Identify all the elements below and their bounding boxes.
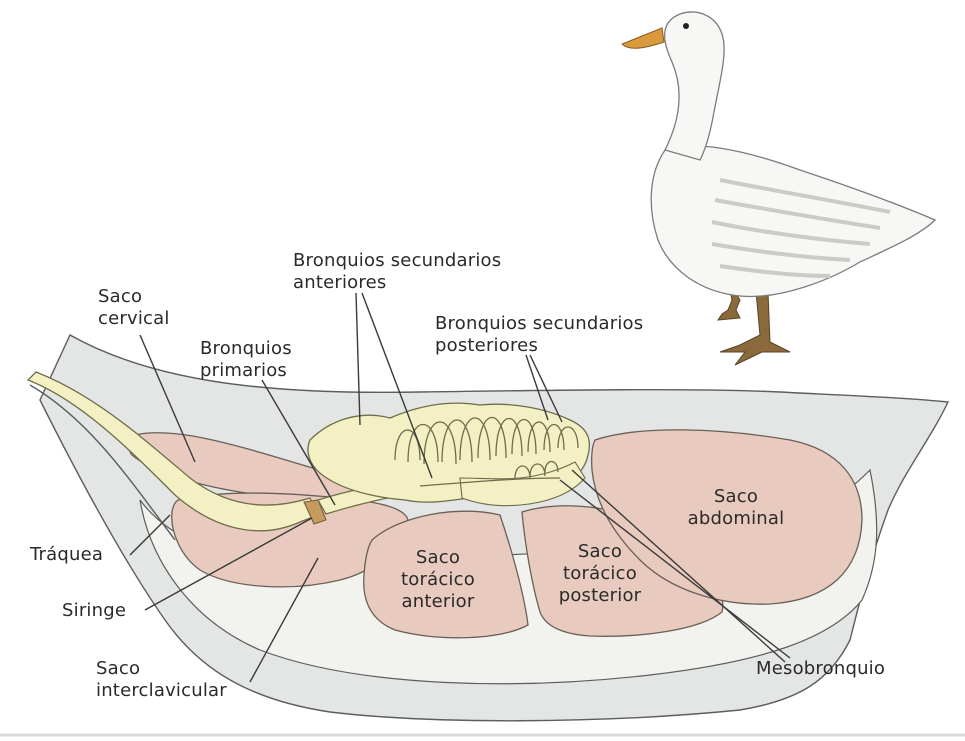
label-bronquios-primarios: Bronquios primarios: [200, 338, 292, 382]
goose-eye: [683, 23, 689, 29]
label-saco-interclavicular: Saco interclavicular: [96, 658, 227, 702]
label-traquea: Tráquea: [30, 544, 103, 566]
label-saco-toracico-posterior: Saco torácico posterior: [548, 541, 652, 607]
label-saco-abdominal: Saco abdominal: [686, 486, 786, 530]
label-mesobronquio: Mesobronquio: [756, 658, 885, 680]
label-bronquios-secundarios-anteriores: Bronquios secundarios anteriores: [293, 250, 501, 294]
label-bronquios-secundarios-posteriores: Bronquios secundarios posteriores: [435, 313, 643, 357]
goose-illustration: [622, 12, 935, 365]
label-saco-toracico-anterior: Saco torácico anterior: [388, 547, 488, 613]
goose-beak: [622, 28, 664, 48]
label-siringe: Siringe: [62, 600, 126, 622]
goose-neck-head: [665, 12, 724, 160]
label-saco-cervical: Saco cervical: [98, 286, 170, 330]
